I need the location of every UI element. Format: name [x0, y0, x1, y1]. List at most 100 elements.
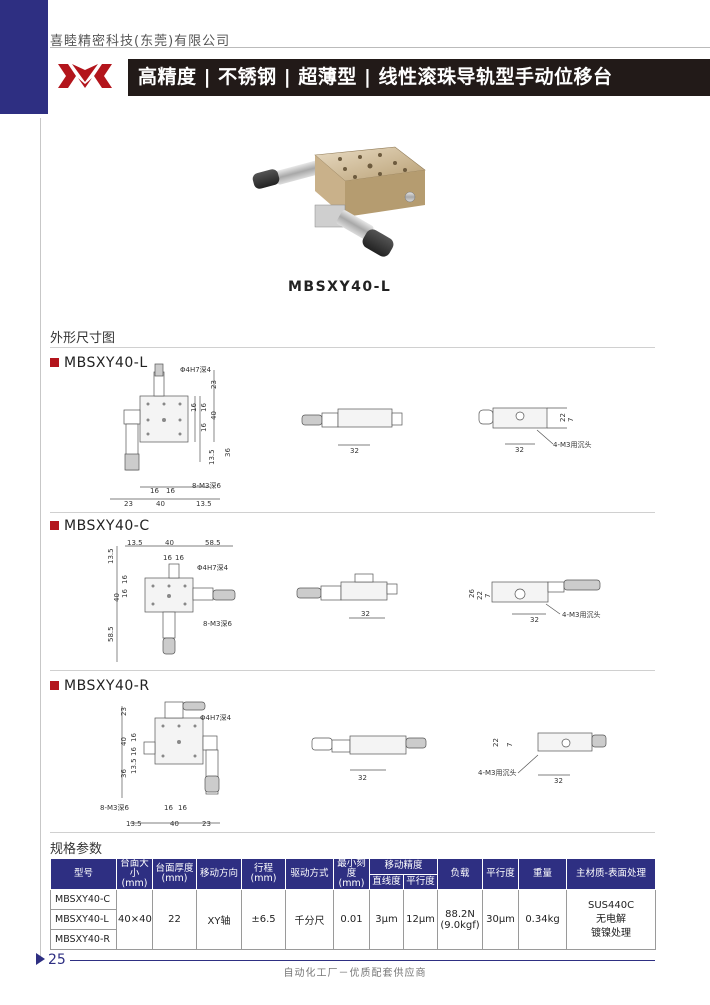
spec-header-row: 型号 台面大小(mm) 台面厚度(mm) 移动方向 行程(mm) 驱动方式 最小… [50, 858, 657, 890]
table-size-cell: 40×40 [116, 889, 153, 950]
min-scale-cell: 0.01 [333, 889, 370, 950]
parallelism-cell: 30μm [482, 889, 520, 950]
model-heading-c: MBSXY40-C [50, 518, 150, 534]
svg-text:32: 32 [515, 446, 524, 454]
svg-text:32: 32 [530, 616, 539, 624]
table-row: MBSXY40-C 40×40 22 XY轴 ±6.5 千分尺 0.01 3μm… [50, 889, 657, 950]
svg-text:7: 7 [506, 743, 514, 747]
header-load: 负载 [437, 858, 484, 890]
svg-text:22: 22 [492, 738, 500, 747]
svg-text:23: 23 [210, 380, 218, 389]
header-thickness: 台面厚度(mm) [152, 858, 197, 890]
svg-text:4-M3用沉头: 4-M3用沉头 [478, 768, 516, 777]
bullet-square-icon [50, 681, 59, 690]
photo-caption: MBSXY40-L [288, 279, 392, 295]
drawing-l-front-view: 32 [301, 408, 403, 455]
model-cell: MBSXY40-C [50, 889, 117, 910]
svg-text:Φ4H7深4: Φ4H7深4 [180, 365, 212, 374]
svg-text:13.5: 13.5 [196, 500, 212, 508]
svg-text:36: 36 [120, 769, 128, 778]
section-rule [50, 832, 655, 833]
svg-text:40: 40 [170, 820, 179, 828]
drive-cell: 千分尺 [285, 889, 334, 950]
svg-text:22: 22 [559, 413, 567, 422]
drawing-r-top-view: 23 40 16 16 13.5 36 16 16 13.5 40 23 Φ4H… [100, 701, 232, 828]
parallelism-move-cell: 12μm [402, 889, 439, 950]
drawing-c-side-view: 26 22 7 32 4-M3用沉头 [468, 579, 600, 624]
bullet-square-icon [50, 358, 59, 367]
svg-text:16: 16 [190, 403, 198, 412]
svg-text:7: 7 [567, 418, 575, 422]
header-travel: 行程(mm) [241, 858, 286, 890]
header-min-scale: 最小刻度(mm) [333, 858, 370, 890]
svg-text:23: 23 [124, 500, 133, 508]
bullet-square-icon [50, 521, 59, 530]
svg-text:23: 23 [120, 707, 128, 716]
svg-text:16: 16 [164, 804, 173, 812]
header-rule [50, 47, 710, 48]
side-accent-bar [0, 0, 48, 114]
svg-text:16: 16 [121, 589, 129, 598]
section-rule [50, 347, 655, 348]
svg-text:7: 7 [484, 594, 492, 598]
header-parallelism: 平行度 [482, 858, 520, 890]
section-rule [50, 512, 655, 513]
drawing-r-side-view: 22 7 32 4-M3用沉头 [478, 732, 607, 785]
page-title: 高精度 | 不锈钢 | 超薄型 | 线性滚珠导轨型手动位移台 [128, 59, 710, 96]
svg-text:8-M3深6: 8-M3深6 [192, 481, 221, 490]
svg-text:16: 16 [178, 804, 187, 812]
svg-text:13.5: 13.5 [127, 539, 143, 547]
header-table-size: 台面大小(mm) [116, 858, 153, 890]
svg-text:16: 16 [200, 423, 208, 432]
drawing-c-top-view: 13.5 40 58.5 13.5 16 16 16 16 40 58.5 Φ4… [107, 539, 236, 662]
svg-text:16: 16 [166, 487, 175, 495]
svg-text:32: 32 [554, 777, 563, 785]
load-cell: 88.2N(9.0kgf) [437, 889, 484, 950]
svg-text:40: 40 [156, 500, 165, 508]
svg-text:32: 32 [350, 447, 359, 455]
svg-text:22: 22 [476, 591, 484, 600]
svg-text:16: 16 [200, 403, 208, 412]
spec-table: 型号 台面大小(mm) 台面厚度(mm) 移动方向 行程(mm) 驱动方式 最小… [50, 858, 657, 950]
svg-text:36: 36 [224, 448, 232, 457]
page-arrow-icon [36, 953, 45, 965]
svg-text:40: 40 [120, 737, 128, 746]
svg-text:32: 32 [361, 610, 370, 618]
svg-text:58.5: 58.5 [107, 626, 115, 642]
drawing-l-side-view: 7 22 32 4-M3用沉头 [478, 407, 591, 454]
product-photo [252, 146, 426, 257]
svg-text:13.5: 13.5 [130, 758, 138, 774]
header-model: 型号 [50, 858, 117, 890]
drawing-r-front-view: 32 [311, 735, 427, 782]
weight-cell: 0.34kg [518, 889, 568, 950]
svg-text:Φ4H7深4: Φ4H7深4 [197, 563, 229, 572]
svg-text:40: 40 [210, 411, 218, 420]
section-rule [50, 670, 655, 671]
header-direction: 移动方向 [196, 858, 242, 890]
header-straightness: 直线度 [369, 873, 404, 890]
table-row: MBSXY40-R [50, 929, 656, 950]
svg-text:23: 23 [202, 820, 211, 828]
header-material: 主材质-表面处理 [566, 858, 657, 890]
svg-text:40: 40 [113, 593, 121, 602]
drawing-l-top-view: Φ4H7深4 23 16 16 40 16 36 13.5 16 16 23 4… [110, 363, 232, 508]
svg-text:4-M3用沉头: 4-M3用沉头 [562, 610, 600, 619]
svg-text:16: 16 [150, 487, 159, 495]
svg-text:16: 16 [130, 733, 138, 742]
svg-text:26: 26 [468, 589, 476, 598]
footer-rule [70, 960, 655, 961]
direction-cell: XY轴 [196, 889, 242, 950]
svg-text:16: 16 [130, 747, 138, 756]
brand-logo-icon [58, 64, 112, 88]
svg-text:4-M3用沉头: 4-M3用沉头 [553, 440, 591, 449]
spec-section-title: 规格参数 [50, 842, 103, 857]
company-name: 喜睦精密科技(东莞)有限公司 [50, 34, 231, 49]
model-cell: MBSXY40-R [50, 929, 117, 950]
page-number: 25 [36, 952, 66, 968]
svg-text:13.5: 13.5 [126, 820, 142, 828]
svg-text:16: 16 [121, 575, 129, 584]
thickness-cell: 22 [152, 889, 197, 950]
footer-slogan: 自动化工厂－优质配套供应商 [283, 968, 427, 979]
svg-text:8-M3深6: 8-M3深6 [203, 619, 232, 628]
